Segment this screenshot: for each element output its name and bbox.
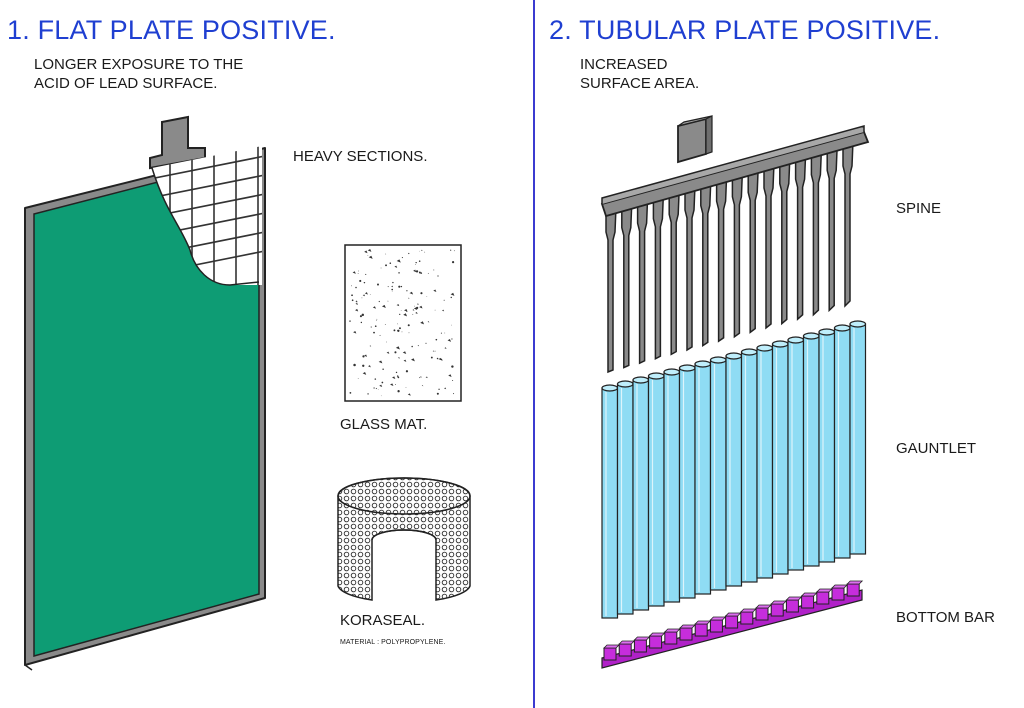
gauntlet-tube	[709, 356, 727, 591]
spine-rod	[636, 197, 649, 365]
bottom-bar-plug	[603, 644, 620, 661]
bottom-bar-plug	[755, 604, 772, 621]
gauntlet-illustration	[601, 320, 867, 619]
spine-rod	[810, 148, 823, 317]
bottom-bar-plug	[633, 636, 651, 653]
flat-plate-title: 1. FLAT PLATE POSITIVE.	[7, 15, 336, 45]
spine-illustration	[600, 115, 870, 374]
spine-rod	[684, 183, 696, 352]
bottom-bar-plug	[846, 580, 864, 597]
spine-rod	[731, 170, 744, 339]
spine-rod	[668, 188, 680, 356]
flat-plate-note-line2: ACID OF LEAD SURFACE.	[34, 75, 218, 92]
bottom-bar-plug	[831, 584, 848, 601]
gauntlet-tube	[663, 368, 681, 603]
gauntlet-tube	[678, 364, 696, 599]
tubular-plate-title: 2. TUBULAR PLATE POSITIVE.	[549, 15, 941, 45]
gauntlet-tube	[725, 352, 743, 587]
glass-mat-illustration	[344, 244, 462, 402]
gauntlet-tube	[833, 324, 851, 559]
bottom-bar-plug	[694, 620, 712, 637]
heavy-sections-label: HEAVY SECTIONS.	[293, 148, 428, 165]
bottom-bar-plug	[709, 616, 727, 633]
bottom-bar-plug	[800, 592, 818, 609]
gauntlet-tube	[771, 340, 789, 575]
gauntlet-tube	[849, 320, 867, 555]
section-divider	[533, 0, 535, 708]
gauntlet-tube	[632, 376, 650, 611]
gauntlet-tube	[787, 336, 805, 571]
gauntlet-tube	[647, 372, 665, 607]
spine-label: SPINE	[896, 200, 942, 217]
bottom-bar-plug	[679, 624, 696, 641]
spine-rod	[747, 166, 759, 334]
tubular-plate-note-line2: SURFACE AREA.	[580, 75, 700, 92]
bottom-bar-illustration	[601, 580, 864, 669]
bottom-bar-plug	[815, 588, 833, 605]
spine-rod	[605, 205, 617, 374]
gauntlet-label: GAUNTLET	[896, 440, 977, 457]
gauntlet-tube	[802, 332, 820, 567]
gauntlet-tube	[756, 344, 774, 579]
bottom-bar-plug	[724, 612, 742, 629]
glass-mat-label: GLASS MAT.	[340, 416, 428, 433]
koraseal-illustration	[337, 477, 471, 601]
spine-rod	[700, 179, 712, 347]
gauntlet-tube	[694, 360, 712, 595]
spine-rod	[652, 192, 665, 361]
koraseal-material-label: MATERIAL : POLYPROPYLENE.	[340, 639, 446, 646]
spine-rod	[621, 201, 633, 369]
gauntlet-tube	[740, 348, 758, 583]
koraseal-label: KORASEAL.	[340, 612, 426, 629]
tubular-plate-note-line1: INCREASED	[580, 56, 668, 73]
gauntlet-tube	[818, 328, 836, 563]
flat-plate-note-line1: LONGER EXPOSURE TO THE	[34, 56, 244, 73]
spine-rod	[715, 175, 728, 343]
bottom-bar-plug	[739, 608, 757, 625]
spine-rod	[794, 153, 807, 321]
spine-rod	[779, 157, 791, 326]
spine-rod	[842, 139, 854, 308]
bottom-bar-label: BOTTOM BAR	[896, 609, 995, 626]
flat-plate-illustration	[24, 115, 266, 671]
spine-rod	[826, 144, 838, 313]
spine-rod	[763, 161, 775, 330]
